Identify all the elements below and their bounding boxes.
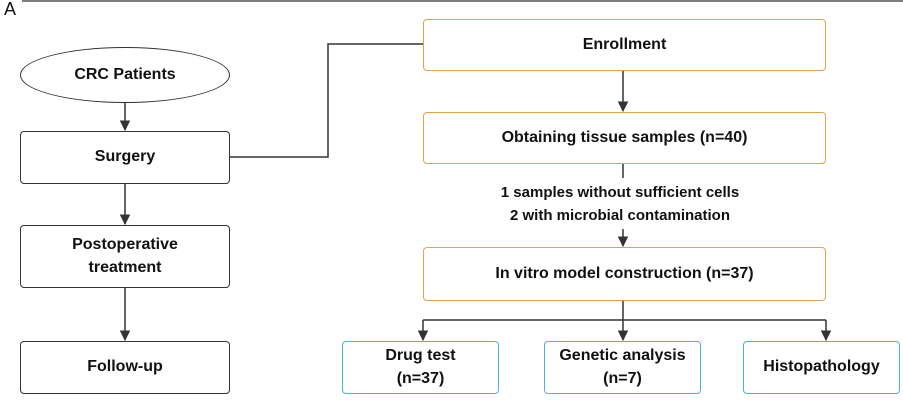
genetic-analysis-label-line1: Genetic analysis xyxy=(559,347,686,365)
drug-test-label-line1: Drug test xyxy=(385,347,456,365)
crc-patients-label: CRC Patients xyxy=(74,65,176,83)
connector-surgery-to-enrollment xyxy=(230,43,423,158)
tissue-samples-node: Obtaining tissue samples (n=40) xyxy=(423,112,826,164)
enrollment-node: Enrollment xyxy=(423,19,826,71)
genetic-analysis-label-line2: (n=7) xyxy=(603,369,642,387)
enrollment-label: Enrollment xyxy=(582,35,667,53)
in-vitro-model-label: In vitro model construction (n=37) xyxy=(495,264,754,282)
follow-up-node: Follow-up xyxy=(20,341,230,394)
exclusion-note-line2: 2 with microbial contamination xyxy=(509,207,731,224)
histopathology-node: Histopathology xyxy=(743,341,900,394)
surgery-label: Surgery xyxy=(94,148,156,166)
drug-test-node: Drug test (n=37) xyxy=(342,341,499,394)
tissue-samples-label: Obtaining tissue samples (n=40) xyxy=(501,128,748,146)
crc-patients-node: CRC Patients xyxy=(20,47,230,103)
surgery-node: Surgery xyxy=(20,131,230,184)
exclusion-note-line1: 1 samples without sufficient cells xyxy=(500,184,740,201)
postoperative-label-line2: treatment xyxy=(88,258,162,276)
genetic-analysis-node: Genetic analysis (n=7) xyxy=(544,341,701,394)
postoperative-treatment-node: Postoperative treatment xyxy=(20,225,230,288)
drug-test-label-line2: (n=37) xyxy=(396,369,445,387)
panel-label: A xyxy=(4,0,17,19)
in-vitro-model-node: In vitro model construction (n=37) xyxy=(423,247,826,301)
exclusion-note: 1 samples without sufficient cells 2 wit… xyxy=(470,181,770,227)
follow-up-label: Follow-up xyxy=(87,358,163,376)
postoperative-label-line1: Postoperative xyxy=(72,236,178,254)
histopathology-label: Histopathology xyxy=(763,358,880,376)
